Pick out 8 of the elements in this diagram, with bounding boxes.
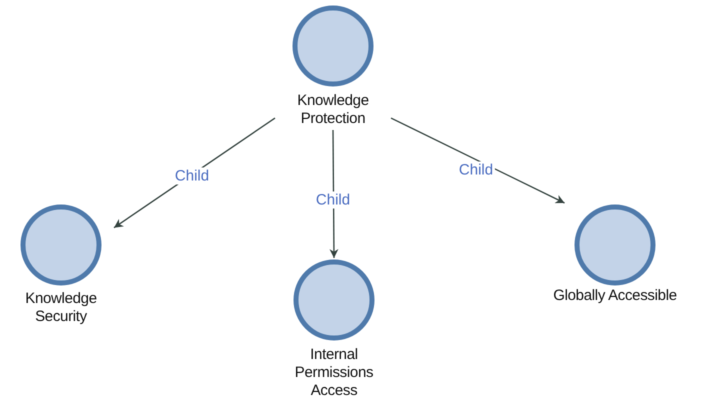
arrow <box>329 130 338 258</box>
node-label: Knowledge Security <box>24 290 98 326</box>
edge-label: Child <box>172 168 212 184</box>
node-label: Internal Permissions Access <box>294 346 374 400</box>
edge-label: Child <box>314 192 352 208</box>
node-label: Globally Accessible <box>552 287 678 305</box>
node-label: Knowledge Protection <box>296 92 370 128</box>
arrow <box>390 117 565 204</box>
